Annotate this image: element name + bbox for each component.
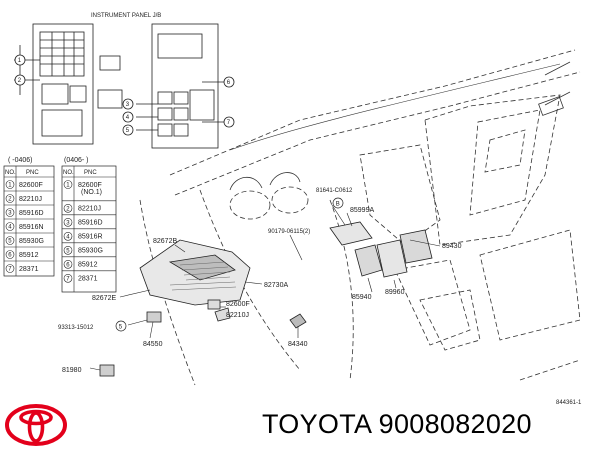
table-row-number-circle [63, 273, 73, 283]
table-row-number: 4 [66, 234, 70, 240]
callout-7: 7 [223, 116, 235, 128]
svg-text:1: 1 [18, 58, 22, 64]
table-row-number-circle [63, 218, 73, 227]
table-left-period: ( -0406) [8, 157, 33, 164]
svg-text:7: 7 [227, 120, 231, 126]
table-row-pnc: 85912 [78, 262, 98, 269]
table-row-number: 6 [66, 262, 70, 268]
table-row-pnc: 28371 [19, 266, 39, 273]
dashboard-drawing [139, 49, 581, 386]
svg-text:4: 4 [126, 115, 130, 121]
table-row-number-circle [63, 246, 73, 255]
callout-5-circle [115, 320, 127, 332]
table-row-pnc: 85916D [19, 210, 44, 217]
callout-1: 1 [14, 54, 26, 66]
label-81641: 81641-C0612 [316, 188, 353, 194]
table-row-number: 6 [8, 253, 12, 259]
table-row-number: 2 [66, 206, 70, 212]
table-row-pnc: 85930G [78, 248, 103, 255]
table-right-period: (0406- ) [64, 157, 89, 164]
table-row-number: 7 [66, 276, 70, 282]
table-row-number: 1 [66, 183, 70, 189]
label-84550: 84550 [143, 341, 163, 348]
table-row-number-circle [63, 204, 73, 213]
table-row-number: 3 [8, 211, 12, 217]
table-row-number-circle [5, 264, 15, 273]
label-85940: 85940 [352, 294, 372, 301]
table-row-number-circle [5, 250, 15, 259]
pnc-table-left: ( -0406) NO. PNC 1 82600F 2 82210J 3 85916D 4 8… [3, 157, 55, 277]
label-81980: 81980 [62, 367, 82, 374]
label-89960: 89960 [385, 289, 405, 296]
brand-caption: TOYOTA 9008082020 [262, 409, 532, 439]
table-row-number: 5 [66, 248, 70, 254]
table-row-number: 4 [8, 225, 12, 231]
table-row-pnc: 82210J [19, 196, 42, 203]
label-b-marker: B [336, 201, 340, 207]
table-row-number-circle [5, 222, 15, 231]
table-row-number: 2 [8, 197, 12, 203]
svg-text:3: 3 [126, 102, 130, 108]
label-82672E: 82672E [92, 295, 116, 302]
label-82672B: 82672B [153, 238, 177, 245]
table-left-header-pnc: PNC [26, 170, 39, 176]
table-row-pnc: 85930G [19, 238, 44, 245]
table-row-pnc: 82600F [78, 182, 102, 189]
table-row-number-circle [5, 194, 15, 203]
b-marker-circle [332, 197, 344, 209]
table-row-pnc: 82600F [19, 182, 43, 189]
label-82730A: 82730A [264, 282, 288, 289]
table-right-header-pnc: PNC [84, 170, 97, 176]
label-82600F: 82600F [226, 301, 250, 308]
table-row-pnc: 85912 [19, 252, 39, 259]
table-row-number: 3 [66, 220, 70, 226]
callout-4: 4 [122, 111, 134, 123]
table-row-pnc: (NO.1) [81, 189, 102, 196]
label-84340: 84340 [288, 341, 308, 348]
svg-text:6: 6 [227, 80, 231, 86]
table-row-pnc: 85916N [19, 224, 44, 231]
table-left-header-no: NO. [5, 170, 16, 176]
svg-text:2: 2 [18, 78, 22, 84]
table-right-header-no: NO. [63, 170, 74, 176]
table-row-number: 7 [8, 267, 12, 273]
leader-lines [89, 204, 441, 371]
panel-title: INSTRUMENT PANEL J/B [91, 13, 161, 19]
table-row-number-circle [63, 259, 73, 269]
junction-block-inset: INSTRUMENT PANEL J/B [14, 13, 224, 149]
callout-3: 3 [122, 98, 134, 110]
callout-markers: 1 2 3 4 5 6 7 [14, 54, 235, 136]
table-row-number-circle [63, 232, 73, 241]
callout-2: 2 [14, 74, 26, 86]
label-89430: 89430 [442, 243, 462, 250]
table-row-number: 5 [8, 239, 12, 245]
parts-group [99, 221, 433, 377]
table-row-number-circle [5, 236, 15, 245]
svg-text:5: 5 [126, 128, 130, 134]
callout-6: 6 [223, 76, 235, 88]
table-row-number-circle [63, 180, 73, 189]
pnc-table-right: (0406- ) NO. PNC 1 82600F(NO.1) 2 82210J 3 85… [61, 157, 117, 293]
label-82210J: 82210J [226, 312, 249, 319]
table-row-pnc: 85916R [78, 234, 103, 241]
label-90179: 90179-06115(2) [268, 229, 310, 235]
table-row-pnc: 28371 [78, 276, 98, 283]
table-row-pnc: 82210J [78, 206, 101, 213]
toyota-logo [5, 404, 67, 446]
label-callout-5: 5 [119, 324, 123, 330]
table-row-number: 1 [8, 183, 12, 189]
table-row-pnc: 85916D [78, 220, 103, 227]
callout-5: 5 [122, 124, 134, 136]
table-row-number-circle [5, 208, 15, 217]
part-labels: 81641-C0612 B 85999A 90179-06115(2) 8943… [58, 188, 582, 406]
label-93313: 93313-15012 [58, 325, 94, 331]
table-row-number-circle [5, 180, 15, 189]
figure-reference: 844361-1 [556, 400, 582, 406]
label-85999A: 85999A [350, 207, 374, 214]
